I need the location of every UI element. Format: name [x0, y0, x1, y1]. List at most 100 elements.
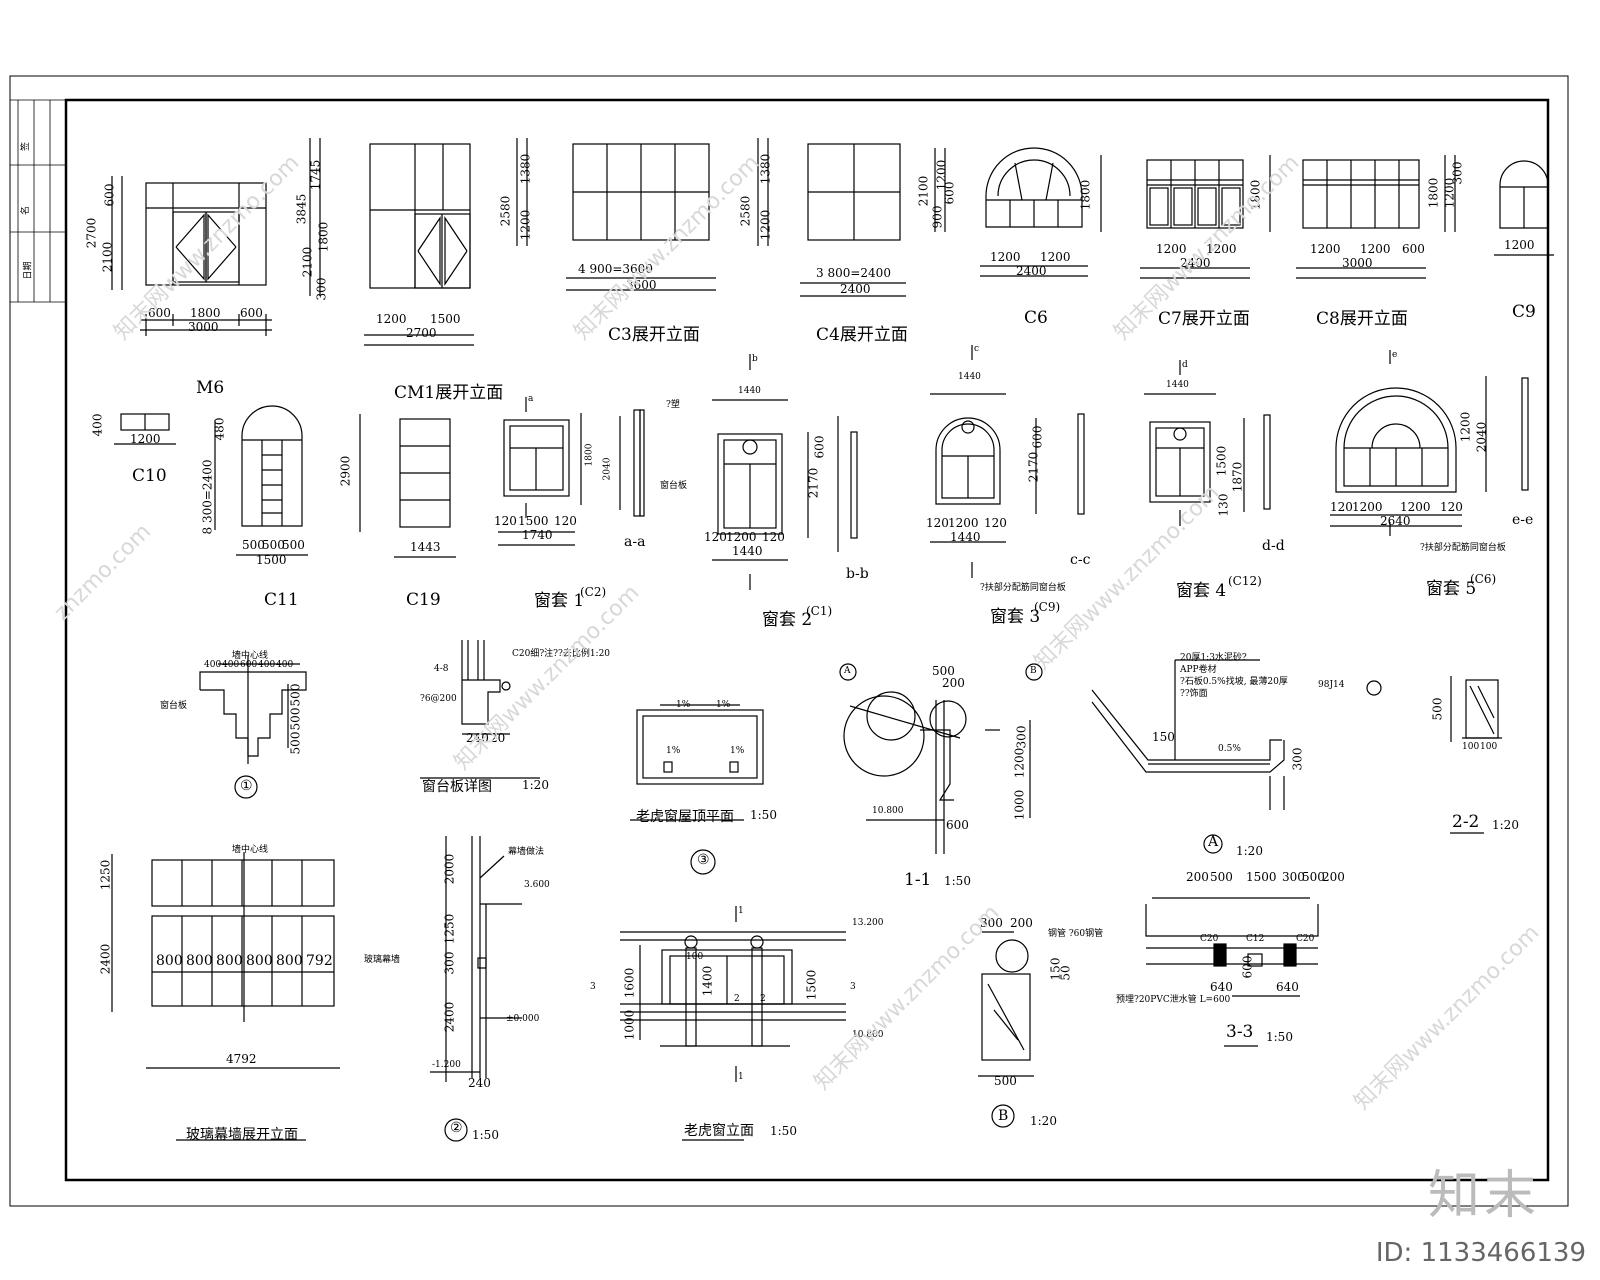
wt2-title: 窗套 2	[762, 610, 813, 630]
detailB-dim-3: 500	[994, 1074, 1017, 1088]
dormer-elev-dim-4: 1500	[804, 969, 819, 1001]
m6-dim-total: 3000	[188, 320, 219, 334]
cm1-dim-height: 3845	[294, 193, 309, 225]
dormer-elev-num-2: 2	[760, 994, 766, 1004]
s22-dim-1: 500	[1430, 697, 1445, 721]
watermark-id: ID: 1133466139	[1375, 1238, 1586, 1268]
wt1-cut-mark: a	[528, 394, 534, 404]
detail1-dim-8: 500	[288, 731, 303, 755]
c11-dim-3: 500	[282, 538, 305, 552]
detailB-note: 钢管 ?60钢管	[1048, 929, 1104, 939]
c7-dim-total: 2400	[1180, 256, 1211, 270]
s11-dim-1: 500	[932, 664, 955, 678]
detailA-note-3: ?石板0.5%找坡, 最薄20厚	[1180, 677, 1288, 687]
wt4-dim-inner: 1500	[1214, 445, 1229, 477]
dormer-elev-scale: 1:50	[770, 1124, 797, 1138]
curtain-dim-p6: 792	[306, 953, 333, 969]
c3-dim-height: 2580	[498, 195, 513, 227]
detail2-note-1: 幕墙做法	[508, 847, 545, 857]
s11-dim-3: 1200	[1012, 747, 1027, 779]
c9-dim-width: 1200	[1504, 238, 1535, 252]
dormer-roof-scale: 1:50	[750, 808, 777, 822]
m6-dim-1: 600	[148, 306, 171, 320]
detail-B-drawing	[978, 931, 1034, 1128]
detail2-level-2: ±0.000	[506, 1014, 540, 1024]
curtain-dim-p1: 800	[156, 953, 183, 969]
c19-dim-width: 1443	[410, 540, 441, 554]
wt3-dim-2: 1200	[948, 516, 979, 530]
wt5-dim-total: 2640	[1380, 514, 1411, 528]
sill-rebar-2: ?6@200	[420, 694, 457, 704]
wt4-cut-mark: d	[1182, 360, 1188, 370]
detail2-title: ②	[450, 1120, 463, 1136]
c3-dim-lower: 1200	[518, 209, 533, 241]
m6-dim-door: 2100	[100, 241, 115, 273]
c8-dim-3: 600	[1402, 242, 1425, 256]
wt4-dim-top: 1440	[1166, 380, 1189, 390]
sill-rebar-1: 4-8	[434, 664, 449, 674]
detailB-dim-5: 50	[1058, 965, 1073, 981]
detail1-dim-2: 400	[222, 660, 240, 670]
cm1-drawing	[309, 138, 474, 346]
c6-dim-1: 1200	[990, 250, 1021, 264]
c11-dim-height: 8 300=2400	[200, 459, 215, 535]
dormer-elev-cut-left: 3	[590, 982, 596, 992]
s11-scale: 1:50	[944, 874, 971, 888]
dormer-elev-dim-3: 1400	[700, 965, 715, 997]
s33-dim-4: 300	[1282, 870, 1305, 884]
c6-drawing	[934, 147, 1088, 277]
c7-title: C7展开立面	[1158, 309, 1250, 329]
m6-title: M6	[196, 378, 225, 398]
detailB-title: B	[998, 1108, 1009, 1124]
wt4-tag: (C12)	[1228, 574, 1262, 588]
sill-dim-1: 240	[466, 731, 489, 745]
c6-dim-mid: 600	[942, 181, 957, 205]
section-2-2-drawing	[1450, 676, 1502, 834]
s22-dim-2: 100	[1462, 742, 1480, 752]
c3-drawing	[516, 138, 716, 291]
m6-dim-2: 1800	[190, 306, 221, 320]
wt5-tag: (C6)	[1470, 572, 1497, 586]
wt5-section-label: e-e	[1512, 512, 1534, 528]
c8-title: C8展开立面	[1316, 309, 1408, 329]
c4-dim-lower: 1200	[758, 209, 773, 241]
s22-title: 2-2	[1452, 812, 1480, 832]
detailA-note-2: APP卷材	[1180, 665, 1217, 675]
wt5-dim-3: 1200	[1400, 500, 1431, 514]
dormer-elev-cut-top: 1	[738, 906, 744, 916]
wt3-dim-total: 1440	[950, 530, 981, 544]
wt2-dim-2: 1200	[726, 530, 757, 544]
wt2-tag: (C1)	[806, 604, 833, 618]
c3-dim-upper: 1380	[518, 153, 533, 185]
detail1-dim-6: 500	[288, 683, 303, 707]
wt1-title: 窗套 1	[534, 591, 585, 611]
detail2-dim-3: 300	[442, 951, 457, 975]
detailA-note-1: 20厚1:3水泥砂?	[1180, 653, 1247, 663]
c9-title: C9	[1512, 302, 1536, 322]
dormer-roof-mark-1: 1%	[676, 700, 691, 710]
window-trim-2-drawing	[712, 354, 858, 590]
dormer-elev-num-1: 2	[734, 994, 740, 1004]
detailA-dim-1: 150	[1152, 730, 1175, 744]
detail1-note-sill: 窗台板	[160, 701, 188, 711]
detailA-slope: 0.5%	[1218, 744, 1241, 754]
wt4-title: 窗套 4	[1176, 581, 1227, 601]
c4-dim-height: 2580	[738, 195, 753, 227]
c10-drawing	[114, 413, 176, 445]
c6-dim-height: 2100	[916, 175, 931, 207]
dormer-elev-dim-1: 1600	[622, 967, 637, 999]
c11-dim-1: 500	[242, 538, 265, 552]
detailA-scale: 1:20	[1236, 844, 1263, 858]
detail1-note-axis: 墙中心线	[232, 651, 269, 661]
wt5-dim-1: 120	[1330, 500, 1353, 514]
wt1-dim-2: 1500	[518, 514, 549, 528]
wt2-section-label: b-b	[846, 566, 869, 582]
c11-drawing	[214, 405, 308, 556]
wt2-dim-total: 1440	[732, 544, 763, 558]
c7-dim-height: 1800	[1078, 179, 1093, 211]
detailA-dim-2: 300	[1290, 747, 1305, 771]
curtain-dim-p4: 800	[246, 953, 273, 969]
wt2-dim-upper: 600	[812, 435, 827, 459]
c7-dim-2: 1200	[1206, 242, 1237, 256]
s33-note: 预埋?20PVC泄水管 L=600	[1116, 995, 1231, 1005]
